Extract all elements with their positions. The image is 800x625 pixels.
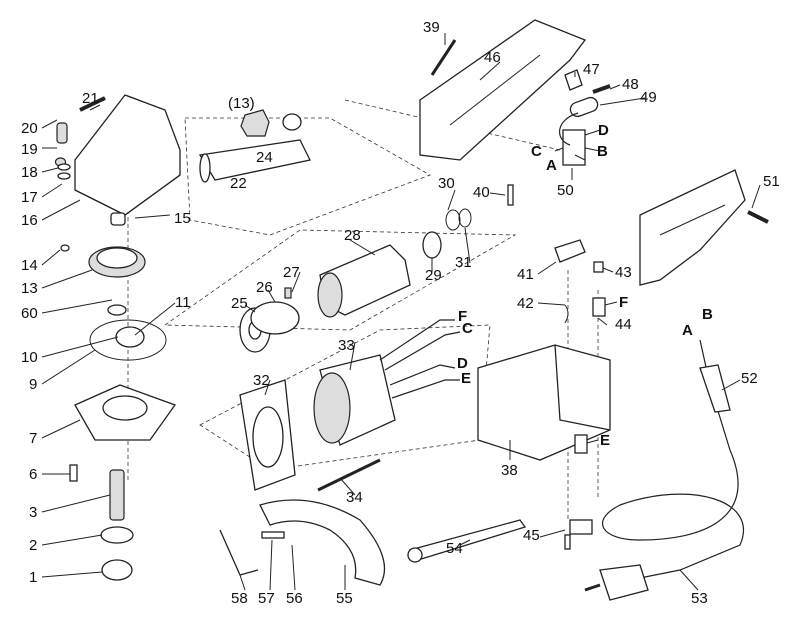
label-55: 55	[336, 590, 353, 607]
cap-41	[554, 239, 586, 263]
screw-20	[56, 122, 68, 144]
stator	[239, 319, 461, 492]
label-28: 28	[344, 227, 361, 244]
handle-half-46	[419, 19, 611, 206]
housing-e-label: E	[600, 432, 610, 449]
label-43: 43	[615, 264, 632, 281]
label-54: 54	[446, 540, 463, 557]
label-13-pinion: (13)	[228, 95, 255, 112]
label-11: 11	[175, 294, 191, 311]
label-6: 6	[29, 466, 37, 483]
label-14: 14	[21, 257, 38, 274]
label-26: 26	[256, 279, 273, 296]
stator-e-label: E	[461, 370, 471, 387]
label-27: 27	[283, 264, 300, 281]
label-24: 24	[256, 149, 273, 166]
label-7: 7	[29, 430, 37, 447]
stator-f-label: F	[458, 308, 467, 325]
motor-housing	[477, 239, 611, 550]
label-32: 32	[253, 372, 270, 389]
switch-b-label: B	[597, 143, 608, 160]
label-9: 9	[29, 376, 37, 393]
screw-34	[317, 458, 381, 492]
cord-a-label: A	[682, 322, 693, 339]
part-labels: 20 21 19 18 17 16 15 14 13 60 11 10 9 7 …	[21, 19, 780, 607]
label-3: 3	[29, 504, 37, 521]
pinion-13	[240, 109, 270, 137]
label-19: 19	[21, 141, 38, 158]
cord-b-label: B	[702, 306, 713, 323]
label-46: 46	[484, 49, 501, 66]
label-1: 1	[29, 569, 37, 586]
label-20: 20	[21, 120, 38, 137]
power-cord	[584, 339, 745, 601]
screw-39	[430, 39, 457, 76]
label-2: 2	[29, 537, 37, 554]
label-22: 22	[230, 175, 247, 192]
gear-housing	[54, 94, 181, 216]
label-53: 53	[691, 590, 708, 607]
label-51: 51	[763, 173, 780, 190]
label-40: 40	[473, 184, 490, 201]
leader-lines	[41, 33, 761, 591]
switch-c-label: C	[531, 143, 542, 160]
label-44: 44	[615, 316, 632, 333]
armature	[239, 208, 472, 353]
label-18: 18	[21, 164, 38, 181]
label-15: 15	[174, 210, 191, 227]
switch-d-label: D	[598, 122, 609, 139]
brush-f-label: F	[619, 294, 628, 311]
screw-48	[592, 84, 611, 94]
label-25: 25	[231, 295, 248, 312]
label-10: 10	[21, 349, 38, 366]
switch-50	[562, 129, 586, 166]
label-52: 52	[741, 370, 758, 387]
label-13: 13	[21, 280, 38, 297]
label-30: 30	[438, 175, 455, 192]
stator-d-label: D	[457, 355, 468, 372]
label-48: 48	[622, 76, 639, 93]
connector-labels: D C B A F F C D E E A B	[457, 122, 713, 449]
label-45: 45	[523, 527, 540, 544]
label-31: 31	[455, 254, 472, 271]
label-39: 39	[423, 19, 440, 36]
switch-a-label: A	[546, 157, 557, 174]
label-21: 21	[82, 90, 99, 107]
accessories	[219, 499, 527, 586]
label-16: 16	[21, 212, 38, 229]
label-49: 49	[640, 89, 657, 106]
screw-21	[79, 96, 106, 112]
label-34: 34	[346, 489, 363, 506]
label-60: 60	[21, 305, 38, 322]
stator-c-label: C	[462, 320, 473, 337]
label-47: 47	[583, 61, 600, 78]
label-42: 42	[517, 295, 534, 312]
gear-parts	[60, 212, 177, 581]
label-29: 29	[425, 267, 442, 284]
label-33: 33	[338, 337, 355, 354]
label-56: 56	[286, 590, 303, 607]
label-38: 38	[501, 462, 518, 479]
label-58: 58	[231, 590, 248, 607]
handle-half-51	[639, 169, 769, 286]
label-17: 17	[21, 189, 38, 206]
label-57: 57	[258, 590, 275, 607]
label-41: 41	[517, 266, 534, 283]
label-50: 50	[557, 182, 574, 199]
side-handle	[198, 109, 311, 183]
